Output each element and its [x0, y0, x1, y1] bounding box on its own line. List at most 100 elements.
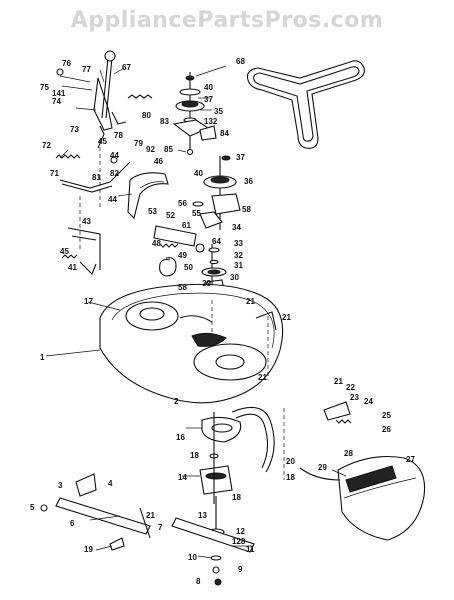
label-11: 11	[246, 545, 255, 554]
label-64: 64	[212, 237, 221, 246]
label-50: 50	[184, 263, 193, 272]
front-hanger-link	[40, 473, 151, 551]
label-9: 9	[238, 565, 243, 574]
label-45-lower: 45	[60, 247, 69, 256]
label-72: 72	[42, 141, 51, 150]
leader-lines	[45, 65, 347, 559]
label-92: 92	[146, 145, 155, 154]
label-82: 82	[110, 169, 119, 178]
label-80: 80	[142, 111, 151, 120]
label-10: 10	[188, 553, 197, 562]
label-23: 23	[350, 393, 359, 402]
mower-deck-housing	[99, 283, 284, 404]
spindle-assembly	[171, 416, 255, 586]
label-18-b: 18	[232, 493, 241, 502]
label-35: 35	[214, 107, 223, 116]
label-58-bottom: 58	[178, 283, 187, 292]
label-19: 19	[84, 545, 93, 554]
label-44: 44	[110, 151, 119, 160]
label-85: 85	[164, 145, 173, 154]
label-128: 128	[232, 537, 246, 546]
label-58-top: 58	[242, 205, 251, 214]
cable-and-belt	[213, 406, 285, 504]
label-30: 30	[230, 273, 239, 282]
watermark: AppliancePartsPros.com	[70, 8, 384, 33]
label-74: 74	[52, 97, 61, 106]
label-141: 141	[52, 89, 66, 98]
label-3: 3	[58, 481, 63, 490]
label-18-a: 18	[190, 451, 199, 460]
label-8: 8	[196, 577, 201, 586]
label-4: 4	[108, 479, 113, 488]
label-34: 34	[232, 223, 241, 232]
label-40-mid: 40	[194, 169, 203, 178]
label-29: 29	[318, 463, 327, 472]
label-68: 68	[236, 57, 245, 66]
label-24: 24	[364, 397, 373, 406]
label-81: 81	[92, 173, 101, 182]
label-18-c: 18	[286, 473, 295, 482]
belt-guard-44	[127, 172, 169, 220]
label-75: 75	[40, 83, 49, 92]
label-78: 78	[114, 131, 123, 140]
label-67: 67	[122, 63, 131, 72]
label-22: 22	[346, 383, 355, 392]
label-44-guard: 44	[108, 195, 117, 204]
label-5: 5	[30, 503, 35, 512]
label-13: 13	[198, 511, 207, 520]
label-25: 25	[382, 411, 391, 420]
label-40-top: 40	[204, 83, 213, 92]
label-21-e: 21	[146, 511, 155, 520]
label-7: 7	[158, 523, 163, 532]
label-46: 46	[154, 157, 163, 166]
label-56: 56	[178, 199, 187, 208]
label-73: 73	[70, 125, 79, 134]
label-53: 53	[148, 207, 157, 216]
label-52: 52	[166, 211, 175, 220]
label-39: 39	[202, 279, 211, 288]
label-27: 27	[406, 455, 415, 464]
label-17: 17	[84, 297, 93, 306]
label-84: 84	[220, 129, 229, 138]
label-33: 33	[234, 239, 243, 248]
label-45: 45	[98, 137, 107, 146]
label-21-a: 21	[246, 297, 255, 306]
drive-belt-68	[246, 60, 365, 149]
label-31: 31	[234, 261, 243, 270]
label-43: 43	[82, 217, 91, 226]
label-21-b: 21	[282, 313, 291, 322]
idler-arm	[153, 225, 205, 277]
label-26: 26	[382, 425, 391, 434]
label-20: 20	[286, 457, 295, 466]
label-2: 2	[174, 397, 179, 406]
label-37-mid: 37	[236, 153, 245, 162]
label-76: 76	[62, 59, 71, 68]
label-37-top: 37	[204, 95, 213, 104]
idler-pulley-36	[192, 155, 241, 230]
label-14: 14	[178, 473, 187, 482]
label-6: 6	[70, 519, 75, 528]
label-61: 61	[182, 221, 191, 230]
label-71: 71	[50, 169, 59, 178]
discharge-chute	[299, 401, 426, 541]
label-36: 36	[244, 177, 253, 186]
label-21-c: 21	[258, 373, 267, 382]
label-48: 48	[152, 239, 161, 248]
label-16: 16	[176, 433, 185, 442]
idler-pulley-stack	[172, 72, 217, 156]
label-55: 55	[192, 209, 201, 218]
label-49: 49	[178, 251, 187, 260]
label-1: 1	[40, 353, 45, 362]
part-number-labels: 76 77 67 75 141 74 73 80 78 79 92 45 72 …	[30, 57, 415, 586]
label-41: 41	[68, 263, 77, 272]
lift-lever-assembly	[56, 50, 153, 149]
label-21-d: 21	[334, 377, 343, 386]
label-28: 28	[344, 449, 353, 458]
label-79: 79	[134, 139, 143, 148]
label-83: 83	[160, 117, 169, 126]
label-32: 32	[234, 251, 243, 260]
label-132: 132	[204, 117, 218, 126]
label-77: 77	[82, 65, 91, 74]
springs-rods-left	[55, 140, 131, 275]
